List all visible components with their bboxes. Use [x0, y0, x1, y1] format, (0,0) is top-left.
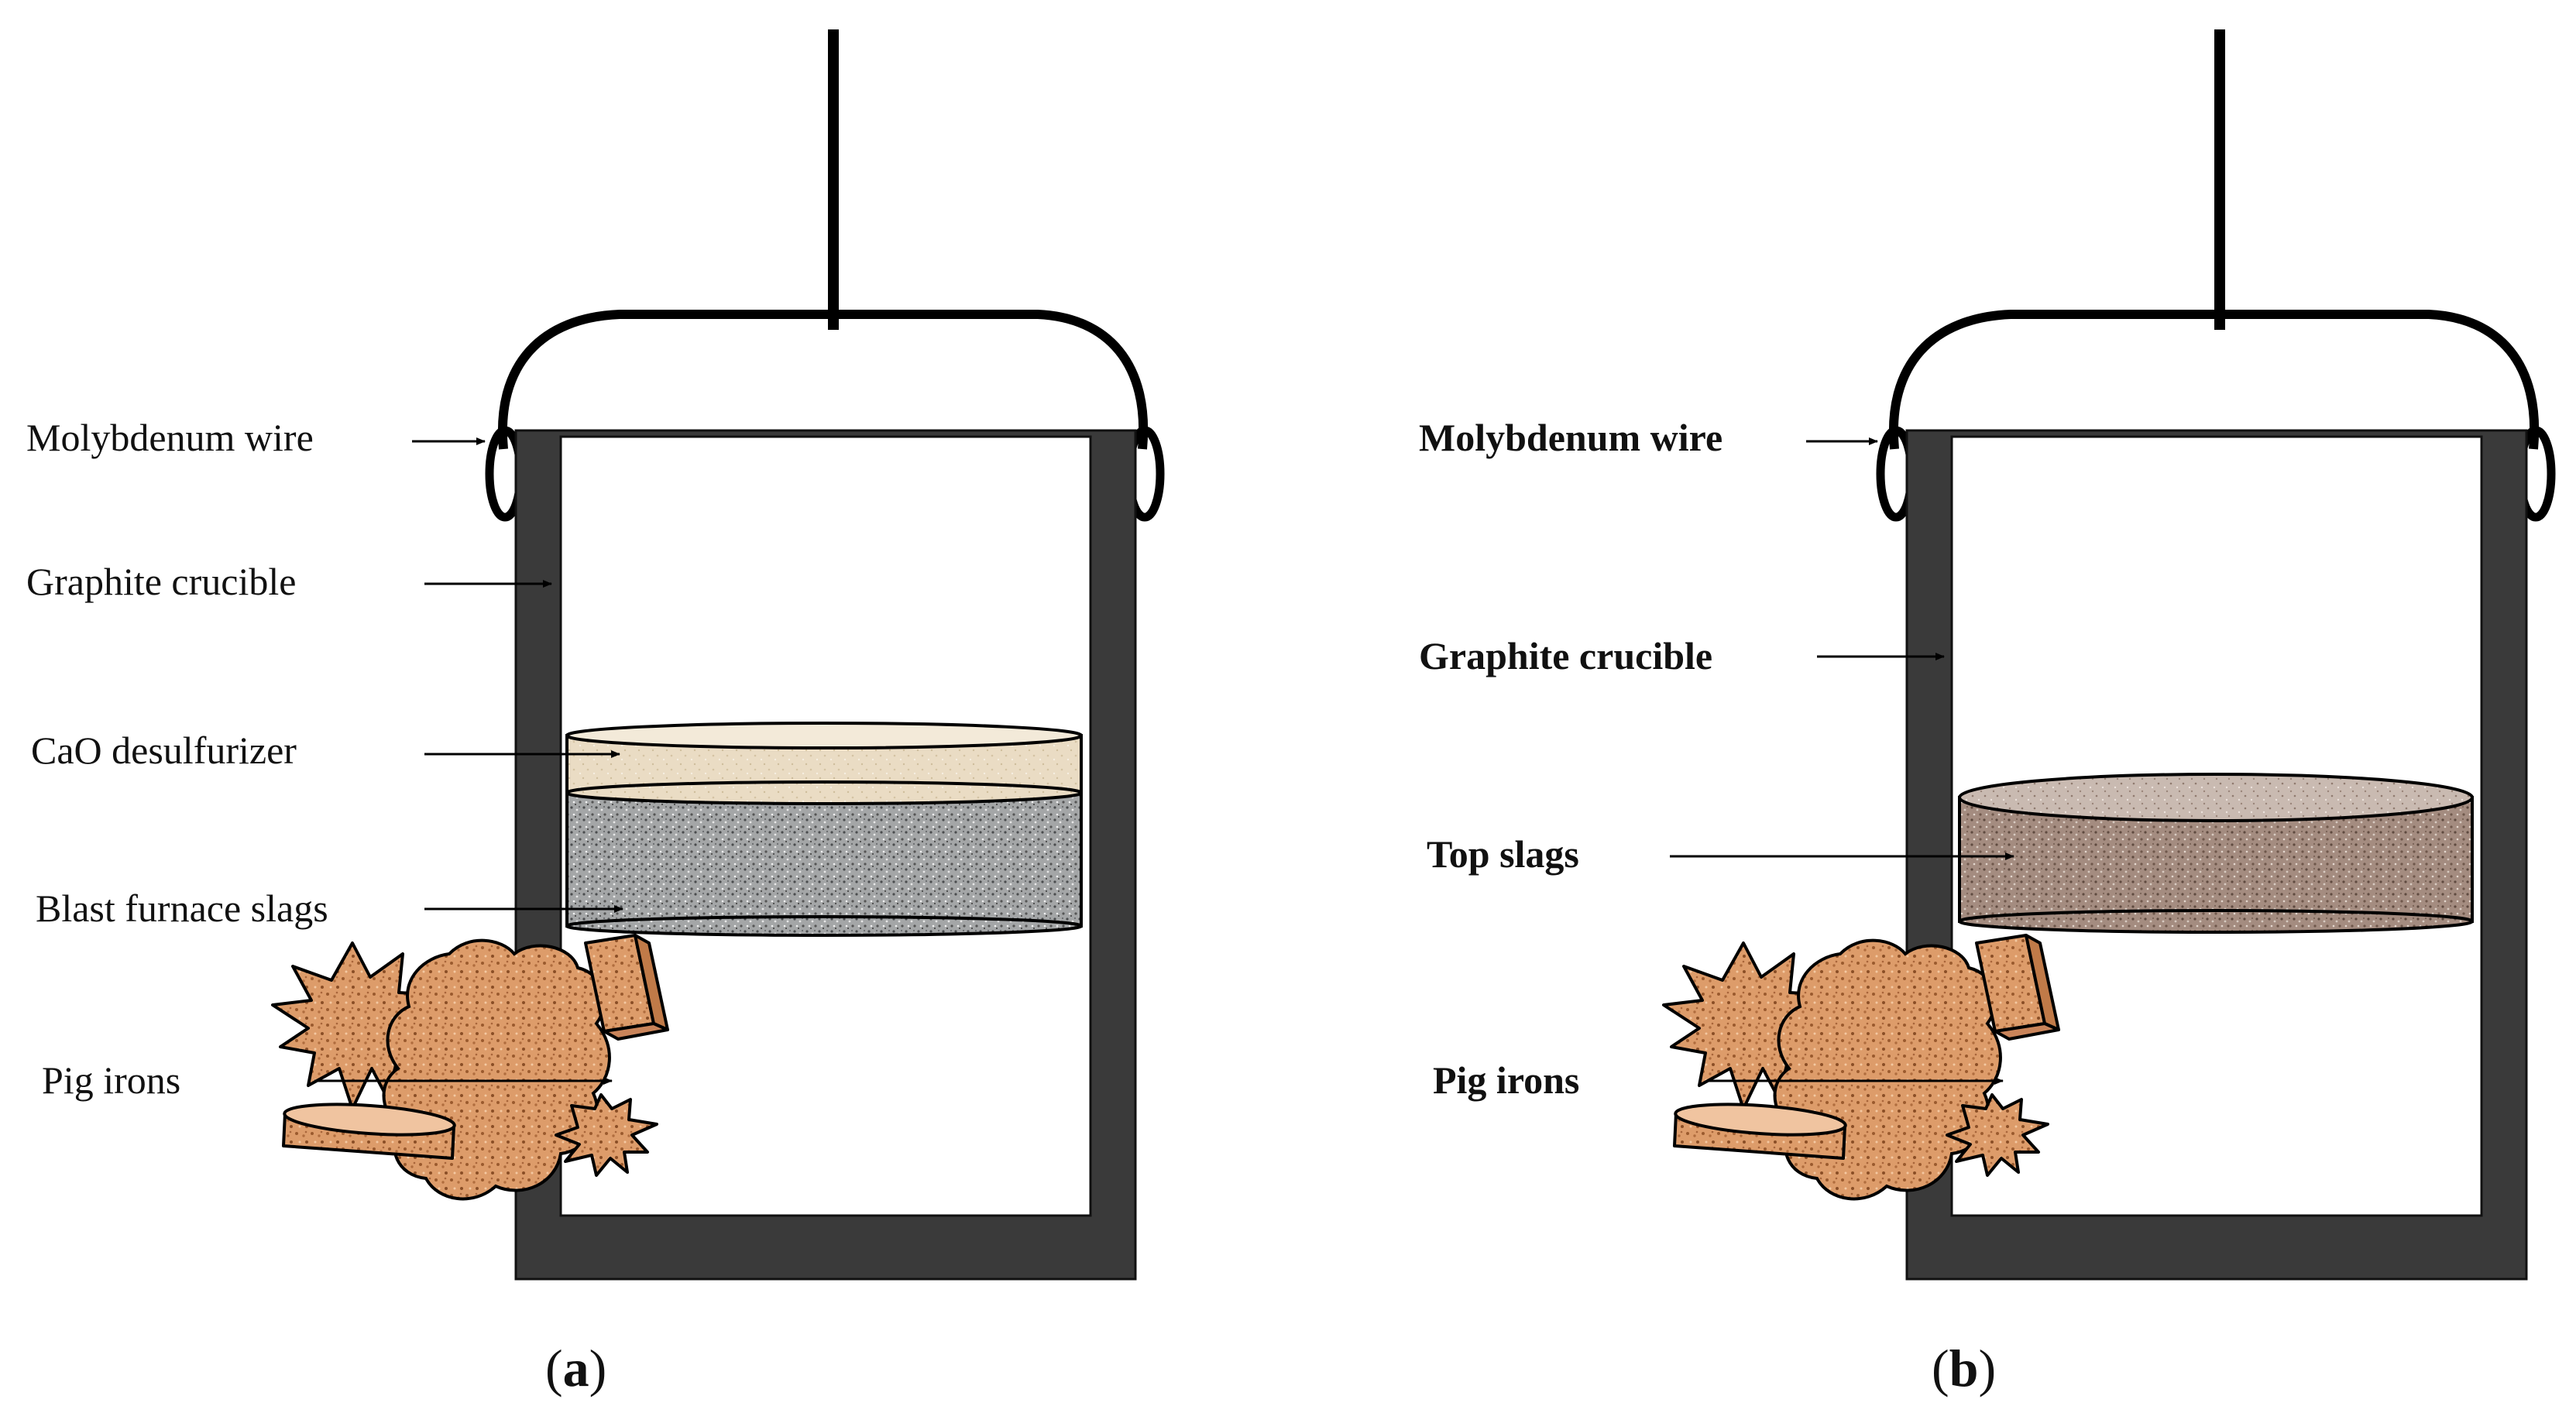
cao-desulfurizer-layer [565, 722, 1083, 805]
blast-furnace-slag-layer [565, 791, 1083, 937]
label-top-slags: Top slags [1427, 832, 1579, 876]
label-graphite-crucible: Graphite crucible [26, 560, 296, 603]
label-cao-desulfurizer: CaO desulfurizer [31, 729, 297, 772]
label-molybdenum-wire: Molybdenum wire [1419, 416, 1722, 459]
molybdenum-wire-hanger [497, 310, 1149, 450]
panel-b: Molybdenum wire Graphite crucible Top sl… [1419, 29, 2556, 1398]
top-slag-layer [1958, 773, 2474, 934]
caption-a: (a) [545, 1339, 606, 1398]
caption-b: (b) [1932, 1339, 1996, 1398]
molybdenum-wire-hanger [1888, 310, 2540, 450]
panel-a: Molybdenum wire Graphite crucible CaO de… [26, 29, 1165, 1398]
label-molybdenum-wire: Molybdenum wire [26, 416, 314, 459]
label-blast-furnace-slags: Blast furnace slags [36, 887, 328, 930]
label-pig-irons: Pig irons [42, 1058, 180, 1102]
label-pig-irons: Pig irons [1433, 1058, 1579, 1102]
label-graphite-crucible: Graphite crucible [1419, 634, 1712, 677]
